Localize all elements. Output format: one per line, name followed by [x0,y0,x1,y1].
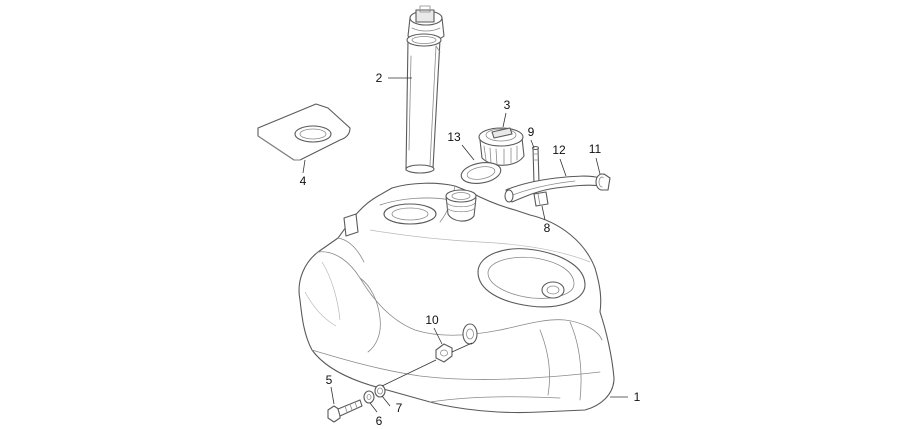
callout-12: 12 [552,143,566,157]
callout-4: 4 [300,174,307,188]
callout-3: 3 [504,98,511,112]
leader-6 [369,402,378,413]
bolt[interactable] [327,399,363,423]
vent-hose[interactable] [504,175,603,203]
spacer[interactable] [374,384,386,398]
leader-11 [595,157,601,175]
hex-nut[interactable] [435,343,453,363]
callout-6: 6 [376,414,383,428]
leader-8 [541,205,546,221]
callout-11: 11 [589,142,602,156]
fuel-cap[interactable] [478,127,525,166]
leader-3 [502,112,507,128]
seal-ring[interactable] [460,160,503,187]
filler-neck [445,189,477,222]
hose-clamp[interactable] [595,173,611,191]
callout-2: 2 [376,71,383,85]
callout-9: 9 [528,125,535,139]
callout-13: 13 [447,130,461,144]
leader-7b [381,359,437,387]
tank-oval-recess [477,248,586,308]
leader-12 [559,158,567,177]
fuel-tank[interactable] [298,182,615,414]
callout-1: 1 [634,390,641,404]
callout-labels: 1 2 3 4 5 6 7 8 9 10 11 12 13 [300,71,641,428]
callout-5: 5 [326,373,333,387]
leader-9 [530,139,535,149]
leader-lines [302,77,628,413]
callout-8: 8 [544,221,551,235]
leader-13 [461,144,475,161]
leader-10b [451,342,473,353]
gasket-plate[interactable] [257,103,351,161]
hose-clip-small[interactable] [533,191,549,207]
callout-7: 7 [396,401,403,415]
leader-5 [330,386,335,405]
leader-10 [433,327,443,345]
callout-10: 10 [425,313,439,327]
leader-7 [381,395,391,407]
breather-pin[interactable] [531,145,540,185]
leader-4 [302,159,306,174]
fuel-pump-sender[interactable] [405,5,445,174]
washer[interactable] [363,390,375,404]
